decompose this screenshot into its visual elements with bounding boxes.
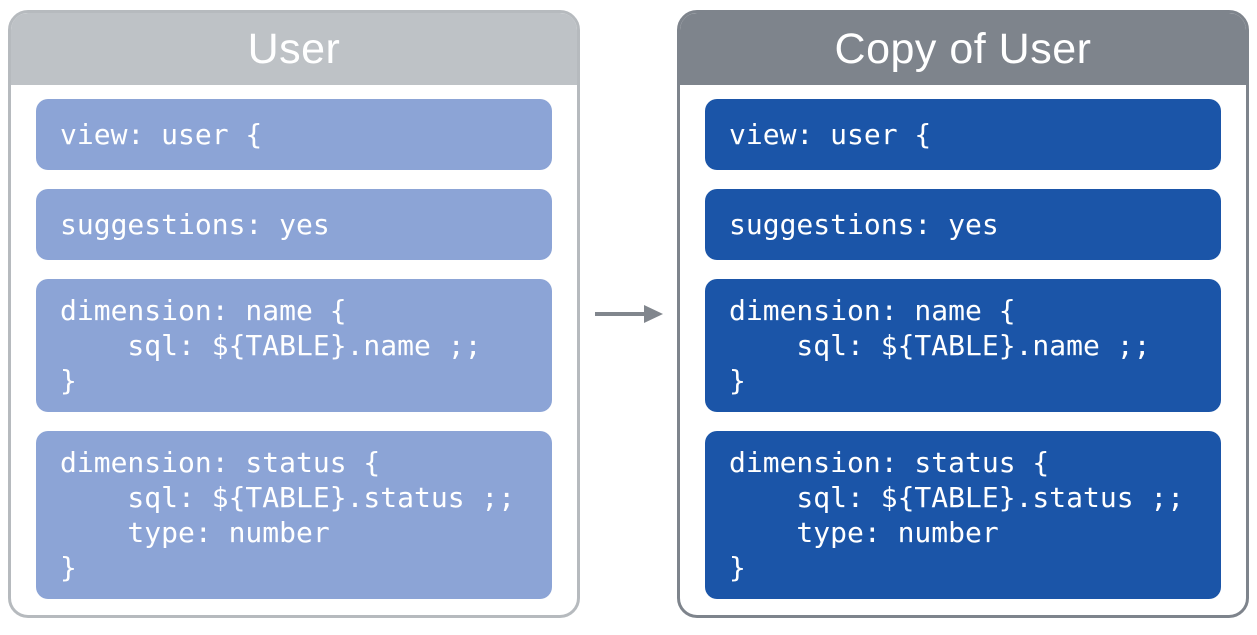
code-line: view: user { <box>729 118 932 151</box>
code-line: view: user { <box>60 118 263 151</box>
panel-user-title: User <box>247 24 341 73</box>
panel-user-header: User <box>11 13 577 85</box>
panel-copy-of-user-header: Copy of User <box>680 13 1246 85</box>
code-line: type: number <box>729 516 999 549</box>
code-block-view: view: user { <box>705 99 1221 170</box>
code-line: dimension: status { <box>60 446 381 479</box>
panel-copy-of-user-body: view: user { suggestions: yes dimension:… <box>680 85 1246 615</box>
code-block-dimension-name: dimension: name { sql: ${TABLE}.name ;; … <box>705 279 1221 412</box>
code-block-view: view: user { <box>36 99 552 170</box>
code-line: sql: ${TABLE}.name ;; <box>60 329 482 362</box>
code-block-dimension-status: dimension: status { sql: ${TABLE}.status… <box>36 431 552 599</box>
code-line: type: number <box>60 516 330 549</box>
code-block-dimension-name: dimension: name { sql: ${TABLE}.name ;; … <box>36 279 552 412</box>
code-line: } <box>729 551 746 584</box>
panel-copy-of-user: Copy of User view: user { suggestions: y… <box>677 10 1249 618</box>
code-line: suggestions: yes <box>729 208 999 241</box>
code-line: suggestions: yes <box>60 208 330 241</box>
code-line: sql: ${TABLE}.status ;; <box>60 481 516 514</box>
code-block-dimension-status: dimension: status { sql: ${TABLE}.status… <box>705 431 1221 599</box>
code-line: } <box>729 364 746 397</box>
code-line: dimension: name { <box>60 294 347 327</box>
code-line: dimension: status { <box>729 446 1050 479</box>
copy-flow-arrow <box>580 10 677 618</box>
code-line: dimension: name { <box>729 294 1016 327</box>
code-line: sql: ${TABLE}.status ;; <box>729 481 1185 514</box>
code-block-suggestions: suggestions: yes <box>36 189 552 260</box>
right-arrow-icon <box>594 305 663 323</box>
panel-copy-of-user-title: Copy of User <box>834 24 1092 73</box>
code-line: } <box>60 551 77 584</box>
panel-user-body: view: user { suggestions: yes dimension:… <box>11 85 577 615</box>
code-line: } <box>60 364 77 397</box>
code-block-suggestions: suggestions: yes <box>705 189 1221 260</box>
panel-user: User view: user { suggestions: yes dimen… <box>8 10 580 618</box>
code-line: sql: ${TABLE}.name ;; <box>729 329 1151 362</box>
